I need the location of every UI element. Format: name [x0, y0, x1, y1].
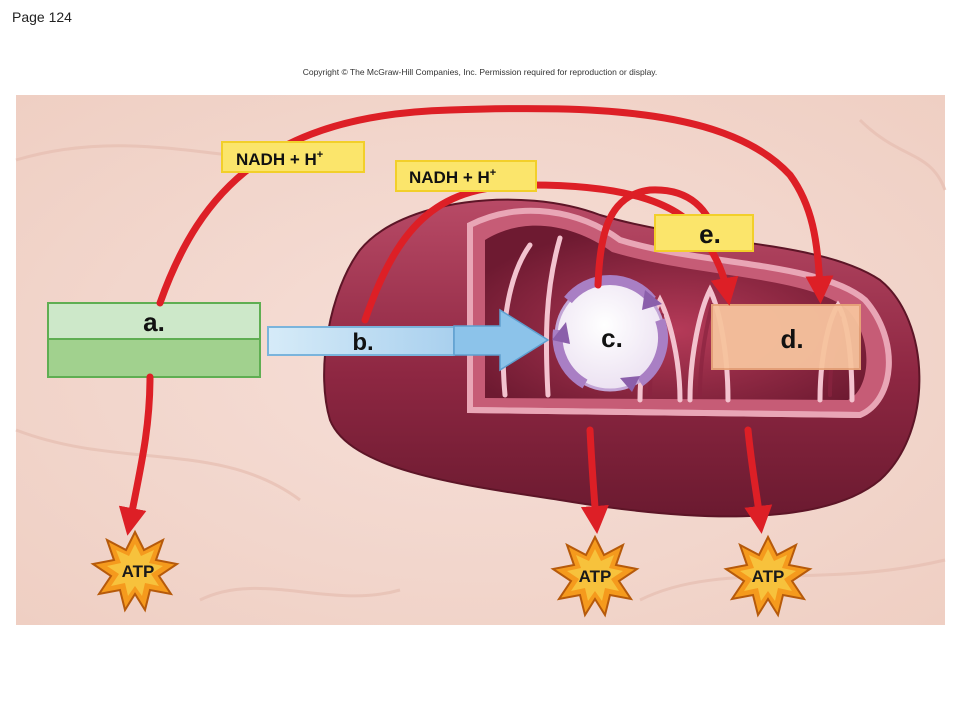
label-c: c.	[601, 323, 623, 353]
atp-left-label: ATP	[122, 562, 155, 581]
atp-burst-middle: ATP	[550, 534, 640, 618]
atp-right-label: ATP	[752, 567, 785, 586]
atp-burst-right: ATP	[723, 534, 813, 618]
label-a: a.	[143, 307, 165, 337]
label-b: b.	[352, 329, 373, 356]
box-e: e.	[654, 214, 754, 252]
nadh-2-text: NADH + H	[409, 168, 490, 187]
box-b: b.	[267, 308, 550, 372]
box-d: d.	[711, 304, 861, 370]
label-d: d.	[780, 324, 803, 354]
copyright-notice: Copyright © The McGraw-Hill Companies, I…	[302, 67, 658, 77]
nadh-box-1: NADH + H+	[221, 141, 365, 173]
svg-text:NADH + H+: NADH + H+	[236, 149, 323, 169]
box-a: a.	[47, 302, 261, 378]
nadh-2-sup: +	[490, 167, 496, 179]
nadh-box-2: NADH + H+	[395, 160, 537, 192]
label-e: e.	[699, 219, 721, 249]
atp-burst-left: ATP	[90, 529, 180, 613]
svg-text:NADH + H+: NADH + H+	[409, 167, 496, 187]
atp-middle-label: ATP	[579, 567, 612, 586]
cycle-c: c.	[552, 274, 669, 392]
page-number: Page 124	[12, 9, 72, 25]
nadh-1-sup: +	[317, 149, 323, 161]
nadh-1-text: NADH + H	[236, 150, 317, 169]
